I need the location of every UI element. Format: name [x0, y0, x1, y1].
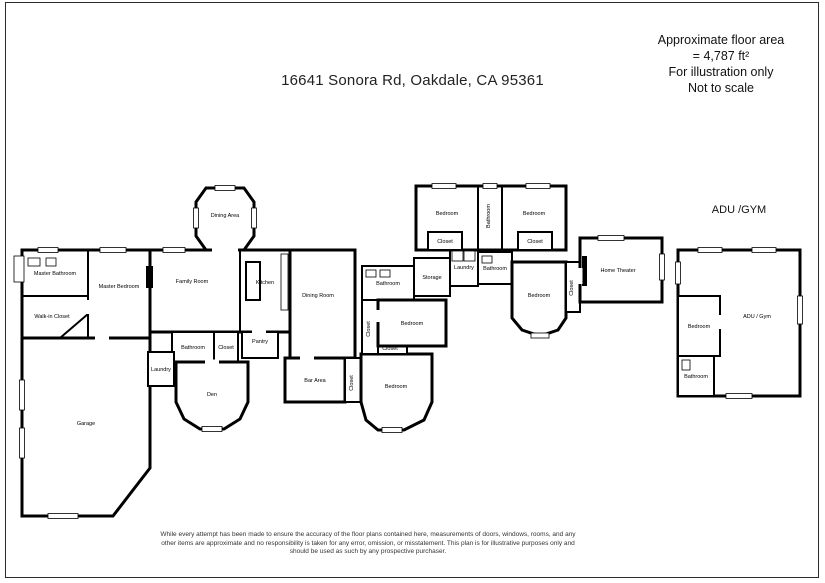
room-label-garage: Garage: [77, 421, 95, 427]
room-label-closet: Closet: [349, 375, 355, 391]
room-label-master-bedroom: Master Bedroom: [99, 284, 140, 290]
room-label-adu-gym: ADU / Gym: [743, 314, 771, 320]
fixtures: [27, 250, 691, 371]
adu-walls: [676, 248, 802, 398]
room-label-bedroom: Bedroom: [401, 321, 424, 327]
room-label-bar-area: Bar Area: [304, 378, 326, 384]
room-label-bathroom: Bathroom: [483, 266, 507, 272]
room-label-closet: Closet: [366, 321, 372, 337]
disclaimer: While every attempt has been made to ens…: [160, 531, 576, 556]
room-label-den: Den: [207, 392, 217, 398]
room-label-bedroom: Bedroom: [436, 211, 459, 217]
room-label-family-room: Family Room: [176, 279, 209, 285]
adu-heading: ADU /GYM: [711, 204, 767, 216]
room-label-home-theater: Home Theater: [600, 268, 635, 274]
room-label-bedroom: Bedroom: [385, 384, 408, 390]
room-label-closet: Closet: [569, 280, 575, 296]
room-label-kitchen: Kitchen: [256, 280, 274, 286]
room-label-dining-room: Dining Room: [302, 293, 334, 299]
door-gaps: [85, 247, 723, 365]
room-label-dining-area: Dining Area: [211, 213, 240, 219]
room-label-bathroom: Bathroom: [376, 281, 400, 287]
area-note-line-2: = 4,787 ft²: [692, 49, 750, 63]
room-label-pantry: Pantry: [252, 339, 268, 345]
room-label-closet: Closet: [382, 346, 398, 352]
room-label-walk-in-closet: Walk-in Closet: [34, 314, 70, 320]
room-label-closet: Closet: [218, 345, 234, 351]
main-house-walls: [13, 184, 664, 518]
room-label-bedroom: Bedroom: [528, 293, 551, 299]
room-label-storage: Storage: [422, 275, 441, 281]
room-label-bathroom: Bathroom: [684, 374, 708, 380]
area-note-line-4: Not to scale: [687, 81, 754, 95]
windows: [19, 183, 803, 519]
room-label-laundry: Laundry: [151, 367, 171, 373]
area-note: Approximate floor area = 4,787 ft² For i…: [628, 32, 814, 96]
room-label-bathroom: Bathroom: [181, 345, 205, 351]
room-label-master-bathroom: Master Bathroom: [34, 271, 77, 277]
room-label-closet: Closet: [527, 239, 543, 245]
room-label-laundry: Laundry: [454, 265, 474, 271]
room-label-closet: Closet: [437, 239, 453, 245]
area-note-line-1: Approximate floor area: [657, 33, 785, 47]
room-label-bathroom: Bathroom: [486, 204, 492, 228]
room-label-bedroom: Bedroom: [523, 211, 546, 217]
area-note-line-3: For illustration only: [668, 65, 774, 79]
page-title: 16641 Sonora Rd, Oakdale, CA 95361: [281, 72, 544, 89]
room-label-bedroom: Bedroom: [688, 324, 711, 330]
